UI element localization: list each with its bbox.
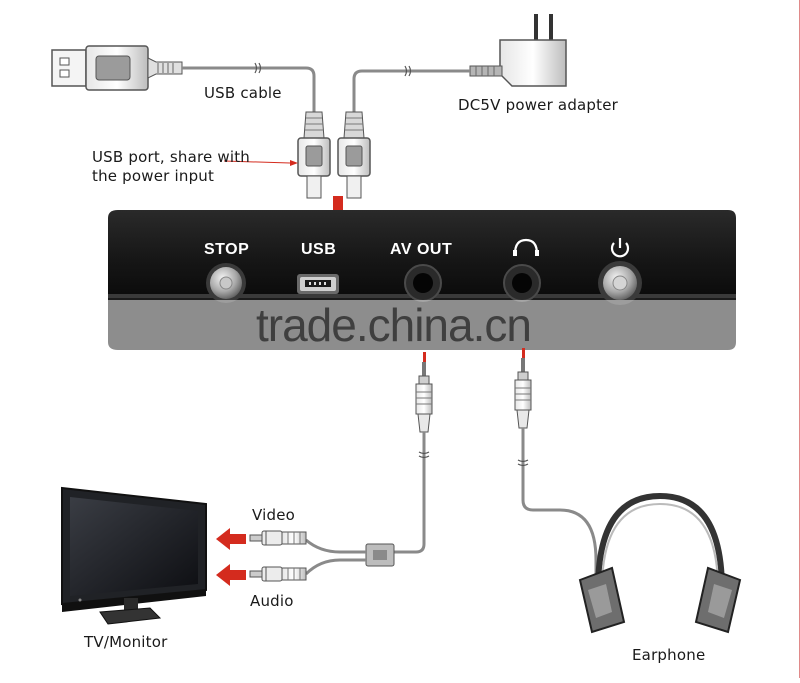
rca-video-plug [249, 530, 307, 546]
headphone-jack [503, 264, 541, 302]
av-cable [394, 432, 426, 554]
usb-a-plug [51, 45, 183, 91]
video-arrow [216, 528, 246, 550]
label-earphone: Earphone [632, 646, 706, 664]
av-plug-indicator [423, 352, 426, 362]
rca-cables [304, 538, 366, 576]
power-symbol-icon [610, 238, 630, 258]
cable-break-mark [517, 459, 529, 467]
label-video: Video [252, 506, 296, 524]
audio-arrow [216, 564, 246, 586]
av-3.5mm-plug [415, 362, 433, 433]
panel-label-stop: STOP [204, 241, 250, 258]
panel-label-av-out: AV OUT [390, 241, 453, 258]
power-cable [352, 69, 470, 112]
power-adapter [469, 14, 567, 87]
mini-usb-plug-left [297, 111, 331, 199]
watermark-band [100, 300, 800, 350]
panel-label-usb: USB [301, 241, 337, 258]
label-power-adapter: DC5V power adapter [458, 96, 619, 114]
tv-monitor [61, 486, 207, 625]
rca-audio-plug [249, 566, 307, 582]
earphone-plug-indicator [522, 348, 525, 358]
stop-button [206, 263, 246, 303]
headphones [578, 492, 742, 634]
watermark-text: trade.china.cn [256, 299, 532, 351]
label-tv-monitor: TV/Monitor [84, 633, 168, 651]
av-out-jack [404, 264, 442, 302]
label-usb-port-line2: the power input [92, 167, 215, 185]
av-splitter [365, 543, 395, 567]
label-usb-cable: USB cable [204, 84, 282, 102]
label-audio: Audio [250, 592, 294, 610]
mini-usb-port [297, 274, 339, 294]
usb-cable [182, 66, 316, 112]
cable-break-mark [254, 62, 262, 74]
usb-port-pointer [223, 160, 298, 166]
power-button [598, 261, 642, 305]
earphone-cable [521, 428, 598, 580]
label-usb-port-line1: USB port, share with [92, 148, 251, 166]
earphone-3.5mm-plug [514, 358, 532, 429]
mini-usb-plug-right [337, 111, 371, 199]
headphone-symbol-icon [513, 238, 539, 256]
cable-break-mark [404, 65, 412, 77]
cable-break-mark [418, 451, 430, 459]
